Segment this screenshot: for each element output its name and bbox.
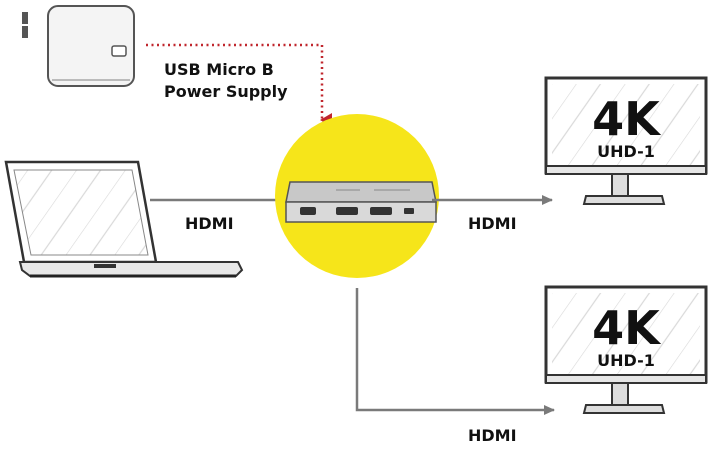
monitor-1: 4K UHD-1	[544, 76, 708, 205]
power-adapter-icon	[22, 5, 135, 87]
hdmi-splitter-device-icon	[285, 181, 437, 223]
hdmi-output2-cable	[355, 288, 555, 415]
power-label-line1: USB Micro B	[164, 60, 274, 79]
monitor-2-standard: UHD-1	[597, 351, 655, 370]
monitor-1-standard: UHD-1	[597, 142, 655, 161]
hdmi-output1-label: HDMI	[468, 214, 517, 233]
power-connection-line	[146, 43, 332, 127]
hdmi-output2-label: HDMI	[468, 426, 517, 445]
monitor-2: 4K UHD-1	[544, 285, 708, 414]
monitor-1-resolution: 4K	[592, 92, 662, 146]
laptop-icon	[4, 160, 244, 278]
hdmi-input-label: HDMI	[185, 214, 234, 233]
monitor-2-resolution: 4K	[592, 301, 662, 355]
power-label-line2: Power Supply	[164, 82, 288, 101]
